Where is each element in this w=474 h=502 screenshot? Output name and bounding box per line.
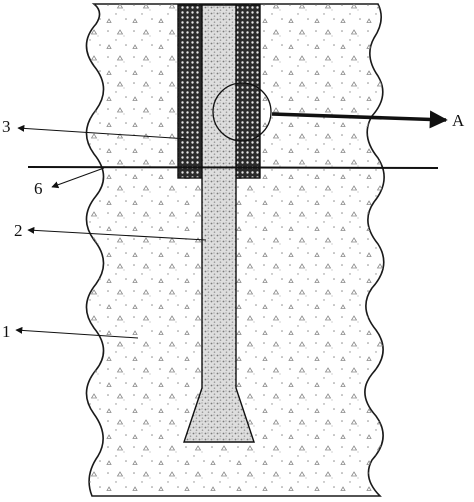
casing-right-wall bbox=[235, 4, 261, 179]
ground-line bbox=[27, 166, 439, 169]
label-3: 3 bbox=[2, 117, 11, 136]
leader-arrow-3 bbox=[17, 124, 189, 140]
detail-arrow-a bbox=[271, 110, 448, 129]
pile-shaft bbox=[183, 4, 255, 443]
label-a: A bbox=[452, 111, 465, 130]
label-2: 2 bbox=[14, 221, 23, 240]
casing-left-wall bbox=[177, 4, 203, 179]
leader-arrow-2 bbox=[27, 226, 207, 241]
detail-circle-a bbox=[212, 82, 272, 142]
label-6: 6 bbox=[34, 179, 43, 198]
leader-arrow-6 bbox=[51, 167, 105, 189]
label-1: 1 bbox=[2, 322, 11, 341]
leader-arrow-1 bbox=[15, 326, 139, 339]
